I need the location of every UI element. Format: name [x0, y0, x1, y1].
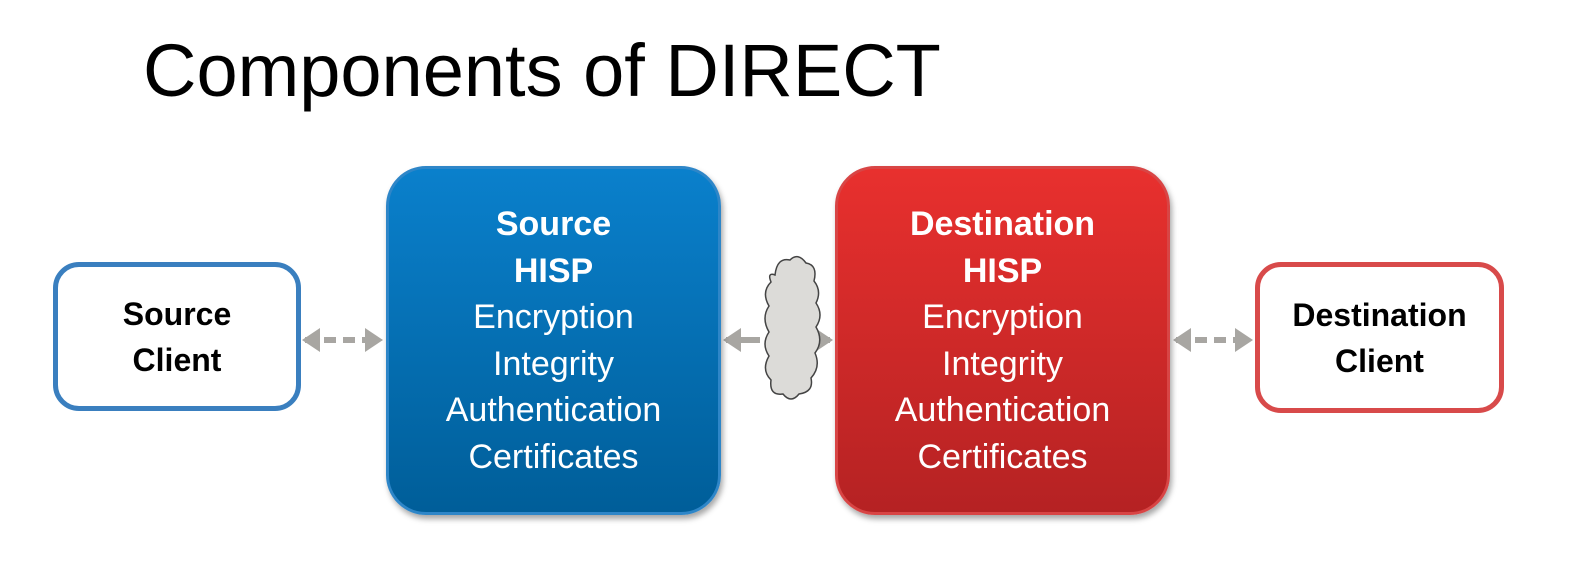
feature-authentication: Authentication	[445, 391, 662, 429]
destination-client-box: Destination Client	[1255, 262, 1504, 413]
source-hisp-line1: Source	[495, 205, 612, 243]
cloud-icon	[764, 255, 821, 400]
feature-integrity: Integrity	[493, 344, 614, 383]
destination-hisp-line2: HISP	[962, 251, 1043, 290]
diagram-title: Components of DIRECT	[143, 29, 941, 112]
destination-client-line2: Client	[1335, 342, 1424, 379]
feature-certificates: Certificates	[917, 437, 1088, 476]
source-hisp-line2: HISP	[513, 251, 594, 290]
feature-authentication: Authentication	[894, 391, 1111, 429]
feature-certificates: Certificates	[468, 437, 639, 476]
destination-hisp-box: Destination HISP Encryption Integrity Au…	[835, 166, 1170, 515]
feature-integrity: Integrity	[942, 344, 1063, 383]
destination-client-line1: Destination	[1292, 296, 1467, 333]
source-client-box: Source Client	[53, 262, 301, 411]
feature-encryption: Encryption	[473, 298, 634, 336]
source-hisp-box: Source HISP Encryption Integrity Authent…	[386, 166, 721, 515]
source-client-line1: Source	[122, 295, 232, 332]
destination-hisp-line1: Destination	[909, 205, 1096, 243]
source-client-line2: Client	[132, 341, 222, 378]
feature-encryption: Encryption	[922, 298, 1083, 336]
